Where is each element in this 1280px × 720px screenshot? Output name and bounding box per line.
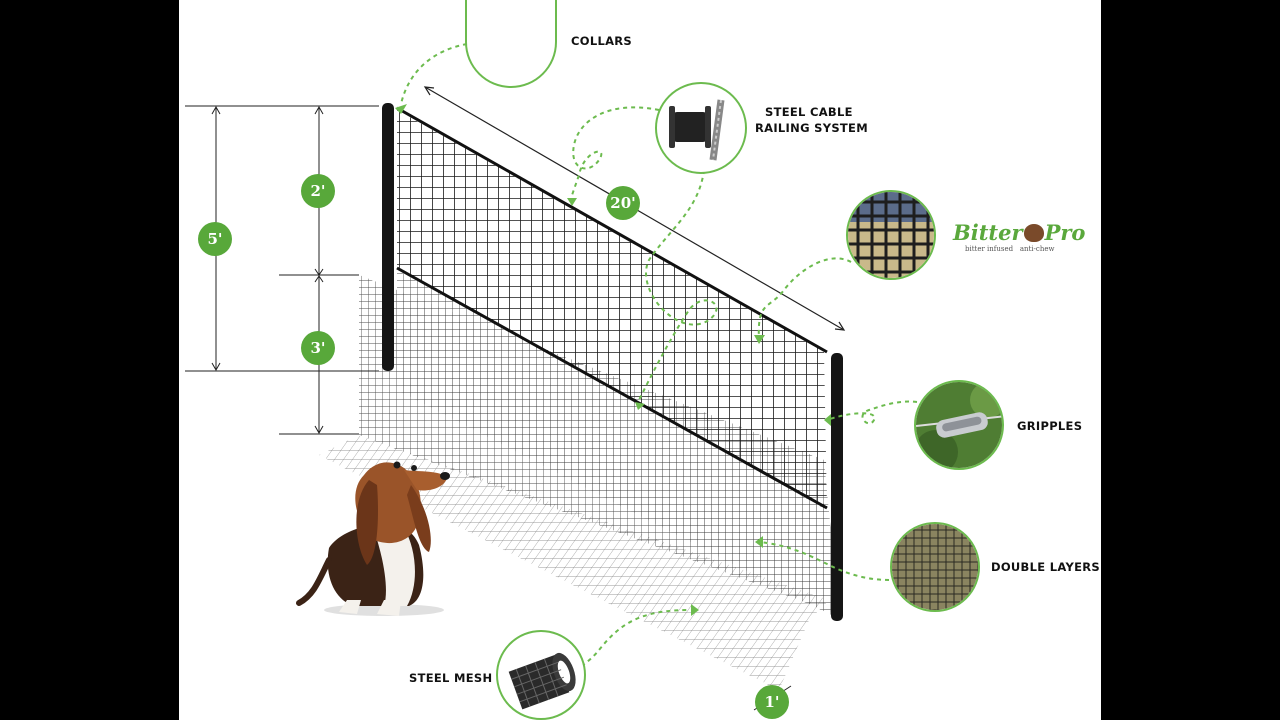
gripples-thumbnail bbox=[914, 380, 1004, 470]
callout-connectors bbox=[400, 43, 918, 684]
brand-tag-part2: anti-chew bbox=[1019, 245, 1055, 253]
brand-name-part1: Bitter bbox=[953, 220, 1023, 245]
height-upper-badge: 2' bbox=[301, 174, 335, 208]
bitter-pro-logo-name: Bitter Pro bbox=[953, 220, 1085, 245]
bitter-pro-mesh-thumbnail bbox=[846, 190, 936, 280]
height-dimension-lines bbox=[185, 105, 379, 435]
brand-tag-part1: bitter infused bbox=[965, 245, 1014, 253]
upper-fence-panel bbox=[397, 110, 827, 510]
double-layers-label: DOUBLE LAYERS bbox=[991, 560, 1100, 574]
mesh-closeup-icon bbox=[848, 192, 934, 278]
left-post bbox=[382, 103, 394, 371]
bitter-pro-logo: Bitter Pro bitter infused anti-chew bbox=[953, 220, 1085, 254]
brand-name-part2: Pro bbox=[1044, 220, 1086, 245]
height-lower-badge: 3' bbox=[301, 331, 335, 365]
connector-arrowheads bbox=[395, 104, 831, 616]
steel-cable-label: STEEL CABLE RAILING SYSTEM bbox=[755, 104, 868, 136]
dog-illustration bbox=[296, 461, 450, 616]
collars-label: COLLARS bbox=[571, 34, 633, 48]
double-mesh-icon bbox=[892, 524, 978, 610]
steel-mesh-thumbnail bbox=[496, 630, 586, 720]
gripples-label: GRIPPLES bbox=[1017, 419, 1083, 433]
dog-face-icon bbox=[1023, 224, 1044, 242]
steel-cable-label-line2: RAILING SYSTEM bbox=[755, 121, 868, 135]
width-badge: 20' bbox=[606, 186, 640, 220]
depth-badge: 1' bbox=[755, 685, 789, 719]
double-layer-mesh bbox=[397, 270, 831, 615]
fence-diagram bbox=[185, 29, 918, 711]
ground-mesh bbox=[319, 435, 829, 690]
steel-mesh-label: STEEL MESH bbox=[409, 671, 493, 685]
bitter-pro-tagline: bitter infused anti-chew bbox=[965, 245, 1077, 253]
height-total-badge: 5' bbox=[198, 222, 232, 256]
right-post bbox=[831, 353, 843, 621]
mesh-roll-icon bbox=[508, 652, 576, 710]
steel-cable-label-line1: STEEL CABLE bbox=[765, 105, 853, 119]
cable-spool-icon bbox=[669, 99, 725, 161]
collars-thumbnail bbox=[465, 0, 557, 88]
steel-cable-thumbnail bbox=[655, 82, 747, 174]
diagram-canvas: COLLARS STEEL CABLE RAILING SYSTEM GRIPP… bbox=[179, 0, 1101, 720]
gripple-clip-icon bbox=[916, 382, 1002, 468]
double-layers-thumbnail bbox=[890, 522, 980, 612]
